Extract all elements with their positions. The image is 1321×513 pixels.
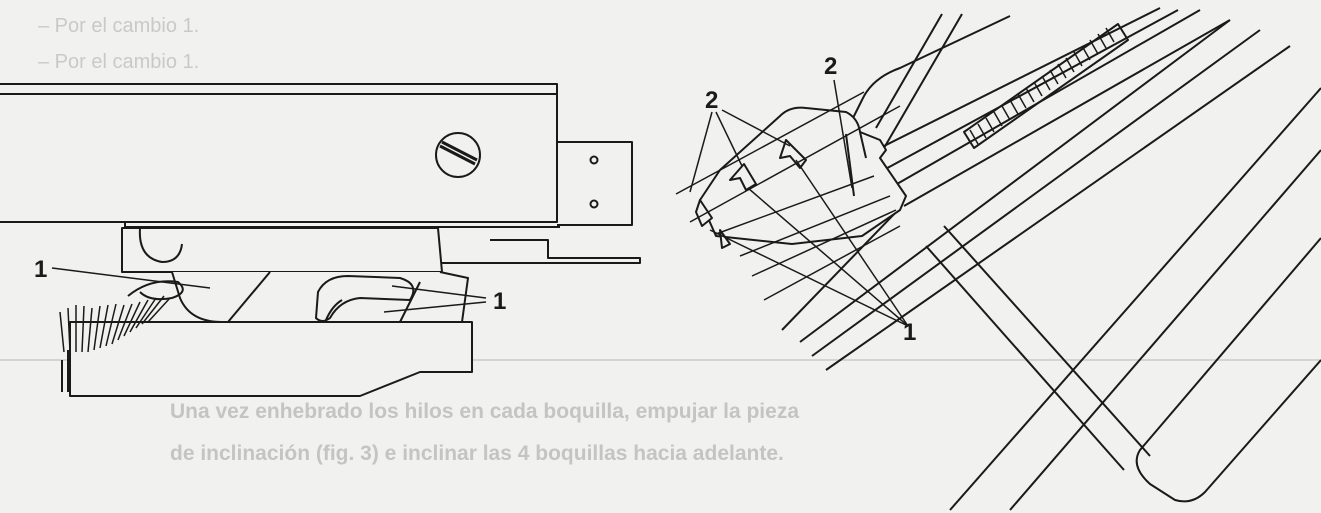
housing-curve [851, 15, 1011, 121]
bracket-hole-1 [589, 155, 599, 165]
thread-4 [739, 195, 891, 257]
rail-top-1 [871, 7, 1161, 153]
bracket-hole-2 [589, 199, 599, 209]
leader-left-1 [51, 267, 211, 289]
thread-3 [715, 175, 875, 235]
thread-guide-block [699, 106, 907, 245]
screw-icon [435, 132, 481, 178]
thread-5 [751, 209, 897, 277]
rail-top-4 [903, 19, 1231, 207]
housing-line-1 [875, 13, 943, 129]
rail-long-3 [811, 29, 1261, 357]
needle-bed-edge-1 [949, 87, 1321, 511]
bleed-paragraph-line-2: de inclinación (fig. 3) e inclinar las 4… [170, 442, 784, 465]
leader-right-1a [391, 285, 487, 299]
comb-teeth [969, 27, 1115, 145]
latch-lever [315, 275, 415, 322]
label-right-1: 1 [903, 319, 916, 346]
nozzle-2 [729, 163, 757, 191]
support-arm-1 [943, 225, 1151, 457]
bleed-line-2: – Por el cambio 1. [38, 51, 199, 73]
main-bar [0, 83, 558, 223]
carriage-hook [138, 227, 183, 263]
rail-long-4 [825, 45, 1291, 371]
end-bracket [557, 141, 633, 226]
leader-1-c [795, 159, 909, 327]
rail-step [430, 239, 641, 264]
leader-right-1b [383, 301, 487, 313]
leader-2-c [721, 109, 791, 147]
spring-wire [127, 280, 184, 301]
label-right-1: 1 [493, 288, 506, 315]
needle-bed-edge-2 [1009, 149, 1321, 511]
guide-block-edge [845, 133, 855, 197]
bleed-through-layer: – Por el cambio 1. – Por el cambio 1. Un… [0, 15, 1321, 465]
rail-top-2 [879, 9, 1179, 173]
brush-icon [59, 295, 171, 353]
needle-bed-corner [1135, 237, 1321, 503]
base-plate [69, 321, 473, 397]
guide-block-step [859, 131, 867, 159]
leader-1-a [709, 229, 909, 327]
slant-edge [227, 271, 271, 323]
carriage-block [121, 227, 443, 273]
thread-2 [689, 105, 901, 223]
bleed-line-1: – Por el cambio 1. [38, 15, 199, 37]
latch-edge [325, 299, 343, 321]
rail-long-2 [799, 19, 1231, 343]
left-figure [0, 83, 641, 397]
leader-2-b [715, 111, 743, 167]
leader-2-d [833, 79, 853, 189]
right-figure [675, 7, 1321, 511]
thread-6 [763, 225, 901, 301]
label-left-1: 1 [34, 256, 47, 283]
support-arm-2 [925, 245, 1125, 471]
bleed-paragraph-line-1: Una vez enhebrado los hilos en cada boqu… [170, 400, 799, 423]
leader-2-a [689, 111, 713, 193]
label-right-2-left: 2 [705, 87, 718, 114]
housing-line-2 [883, 13, 963, 149]
label-right-2-top: 2 [824, 53, 837, 80]
thread-1 [675, 91, 865, 195]
leader-1-b [747, 187, 909, 327]
